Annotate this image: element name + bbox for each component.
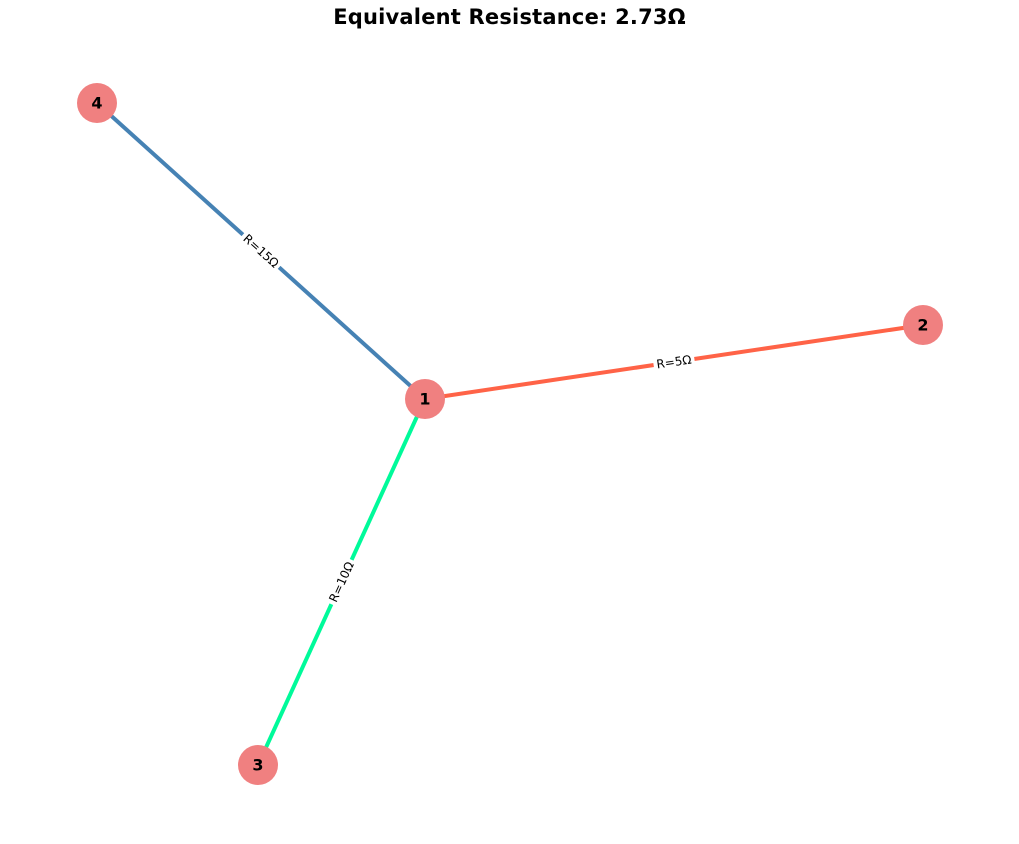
node-3: 3 [238,745,278,785]
node-circle [405,379,445,419]
edge-labels-layer: R=5Ω R=10Ω R=15Ω [237,228,696,608]
node-circle [238,745,278,785]
edge-label-1-4: R=15Ω [237,228,285,274]
node-label: 4 [91,94,102,113]
edge-label-background [324,556,359,608]
node-circle [903,305,943,345]
node-label: 3 [252,756,263,775]
node-1: 1 [405,379,445,419]
nodes-layer: 1 2 3 4 [77,83,943,785]
edge-label-background [237,228,285,274]
node-label: 1 [419,390,430,409]
edge-label-text: R=5Ω [656,352,693,371]
diagram-title: Equivalent Resistance: 2.73Ω [333,5,686,29]
node-circle [77,83,117,123]
node-label: 2 [917,316,928,335]
edge-label-text: R=15Ω [240,231,281,270]
node-4: 4 [77,83,117,123]
edge-label-background [652,351,696,373]
edge-label-text: R=10Ω [326,560,357,605]
edge-label-1-3: R=10Ω [324,556,359,608]
edges-layer [95,101,924,766]
edge-label-1-2: R=5Ω [652,351,696,373]
node-2: 2 [903,305,943,345]
